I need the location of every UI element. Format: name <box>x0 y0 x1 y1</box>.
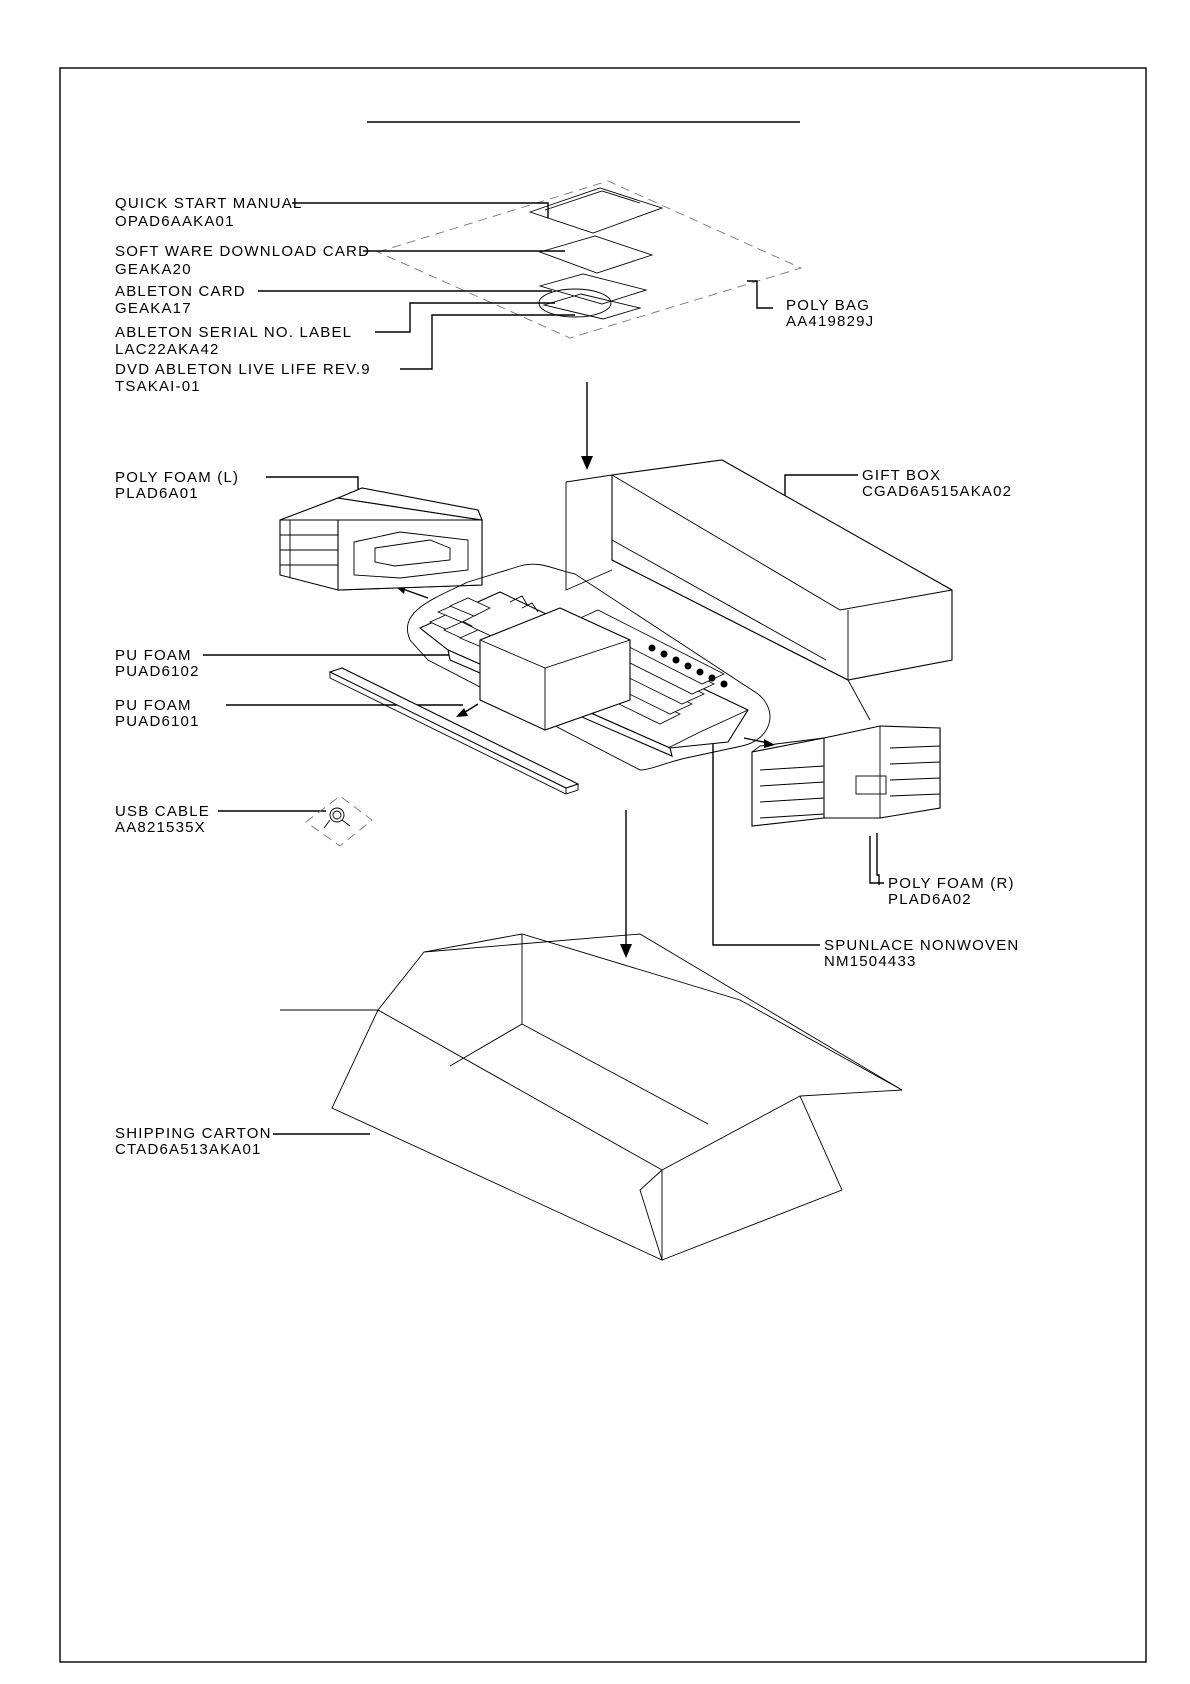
label-gift-box: GIFT BOX <box>862 467 941 484</box>
partno-pu-foam-1: PUAD6102 <box>115 663 200 680</box>
poly-foam-right-shape <box>751 725 941 827</box>
label-shipping-carton: SHIPPING CARTON <box>115 1125 272 1142</box>
partno-software-download-card: GEAKA20 <box>115 261 192 278</box>
partno-spunlace-nonwoven: NM1504433 <box>824 953 917 970</box>
partno-ableton-serial-label: LAC22AKA42 <box>115 341 220 358</box>
label-poly-foam-left: POLY FOAM (L) <box>115 469 239 486</box>
label-ableton-card: ABLETON CARD <box>115 283 246 300</box>
label-dvd-ableton-live: DVD ABLETON LIVE LIFE REV.9 <box>115 361 371 378</box>
usb-cable-shape <box>305 795 373 847</box>
assembly-arrows <box>395 382 775 958</box>
partno-gift-box: CGAD6A515AKA02 <box>862 483 1012 500</box>
drawing-border <box>59 67 1147 1663</box>
partno-pu-foam-2: PUAD6101 <box>115 713 200 730</box>
partno-shipping-carton: CTAD6A513AKA01 <box>115 1141 262 1158</box>
leader-lines <box>203 202 884 1135</box>
download-card-shape <box>538 235 654 274</box>
gift-box-shape <box>565 459 953 721</box>
partno-ableton-card: GEAKA17 <box>115 300 192 317</box>
part-labels: QUICK START MANUAL OPAD6AAKA01 SOFT WARE… <box>115 195 1019 1158</box>
label-poly-bag: POLY BAG <box>786 297 870 314</box>
partno-poly-bag: AA419829J <box>786 313 874 330</box>
knob-row <box>648 644 728 688</box>
ableton-card-shape <box>538 273 648 305</box>
shipping-carton-shape <box>280 933 903 1261</box>
partno-quick-start-manual: OPAD6AAKA01 <box>115 213 235 230</box>
pu-foam-block-shape <box>479 607 631 731</box>
quick-start-manual-shape <box>528 187 664 234</box>
label-quick-start-manual: QUICK START MANUAL <box>115 195 302 212</box>
partno-dvd-ableton-live: TSAKAI-01 <box>115 378 201 395</box>
label-usb-cable: USB CABLE <box>115 803 210 820</box>
label-poly-foam-right: POLY FOAM (R) <box>888 875 1015 892</box>
partno-poly-foam-left: PLAD6A01 <box>115 485 199 502</box>
label-software-download-card: SOFT WARE DOWNLOAD CARD <box>115 243 370 260</box>
label-spunlace-nonwoven: SPUNLACE NONWOVEN <box>824 937 1019 954</box>
label-pu-foam-2: PU FOAM <box>115 697 192 714</box>
partno-poly-foam-right: PLAD6A02 <box>888 891 972 908</box>
partno-usb-cable: AA821535X <box>115 819 206 836</box>
poly-foam-left-shape <box>279 487 483 591</box>
poly-bag-outline <box>376 180 803 339</box>
label-pu-foam-1: PU FOAM <box>115 647 192 664</box>
label-ableton-serial-label: ABLETON SERIAL NO. LABEL <box>115 324 352 341</box>
pu-foam-strip-shape <box>328 667 580 795</box>
